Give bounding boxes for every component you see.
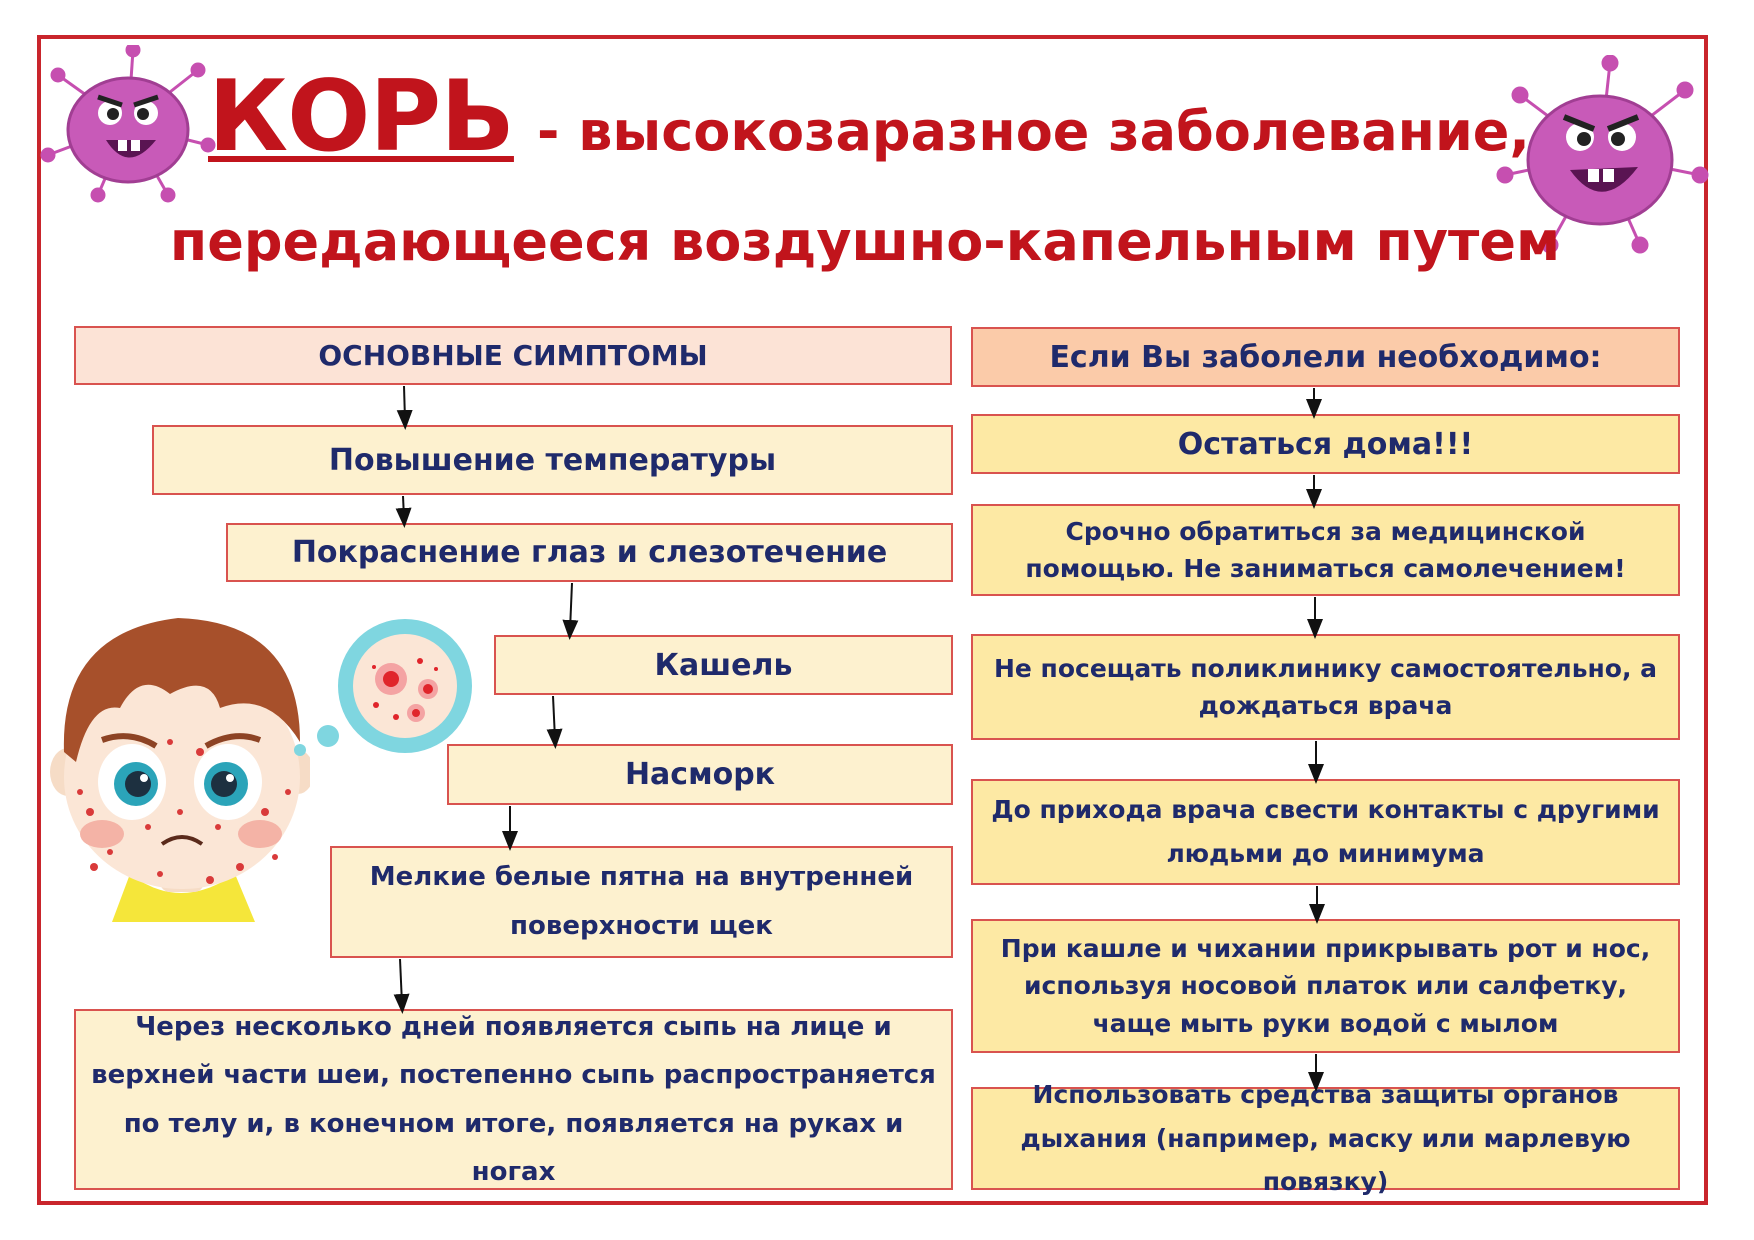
title-disease-name: КОРЬ — [208, 60, 515, 174]
action-cover-mouth: При кашле и чихании прикрывать рот и нос… — [971, 919, 1680, 1053]
symptoms-header: ОСНОВНЫЕ СИМПТОМЫ — [74, 326, 952, 385]
virus-icon — [40, 45, 216, 203]
symptom-cough: Кашель — [494, 635, 953, 695]
symptom-red-eyes: Покраснение глаз и слезотечение — [226, 523, 953, 582]
action-use-mask: Использовать средства защиты органов дых… — [971, 1080, 1680, 1196]
actions-header: Если Вы заболели необходимо: — [971, 327, 1680, 387]
action-seek-help: Срочно обратиться за медицинской помощью… — [971, 504, 1680, 596]
sick-child-illustration — [50, 618, 310, 922]
action-limit-contacts: До прихода врача свести контакты с други… — [971, 779, 1680, 885]
symptom-fever: Повышение температуры — [152, 425, 953, 495]
poster-frame — [37, 35, 1708, 1205]
title-subtitle: - высокозаразное заболевание, — [537, 100, 1530, 163]
action-wait-doctor: Не посещать поликлинику самостоятельно, … — [971, 634, 1680, 740]
action-stay-home: Остаться дома!!! — [971, 414, 1680, 474]
thought-bubbles — [294, 725, 339, 756]
title-line-1: КОРЬ - высокозаразное заболевание, — [208, 60, 1530, 180]
symptom-white-spots: Мелкие белые пятна на внутренней поверхн… — [330, 846, 953, 958]
symptom-rash: Через несколько дней появляется сыпь на … — [74, 1009, 953, 1190]
rash-closeup-illustration — [338, 619, 472, 753]
title-line-2: передающееся воздушно-капельным путем — [169, 210, 1561, 273]
symptom-runny-nose: Насморк — [447, 744, 953, 805]
virus-icon — [1496, 55, 1709, 254]
